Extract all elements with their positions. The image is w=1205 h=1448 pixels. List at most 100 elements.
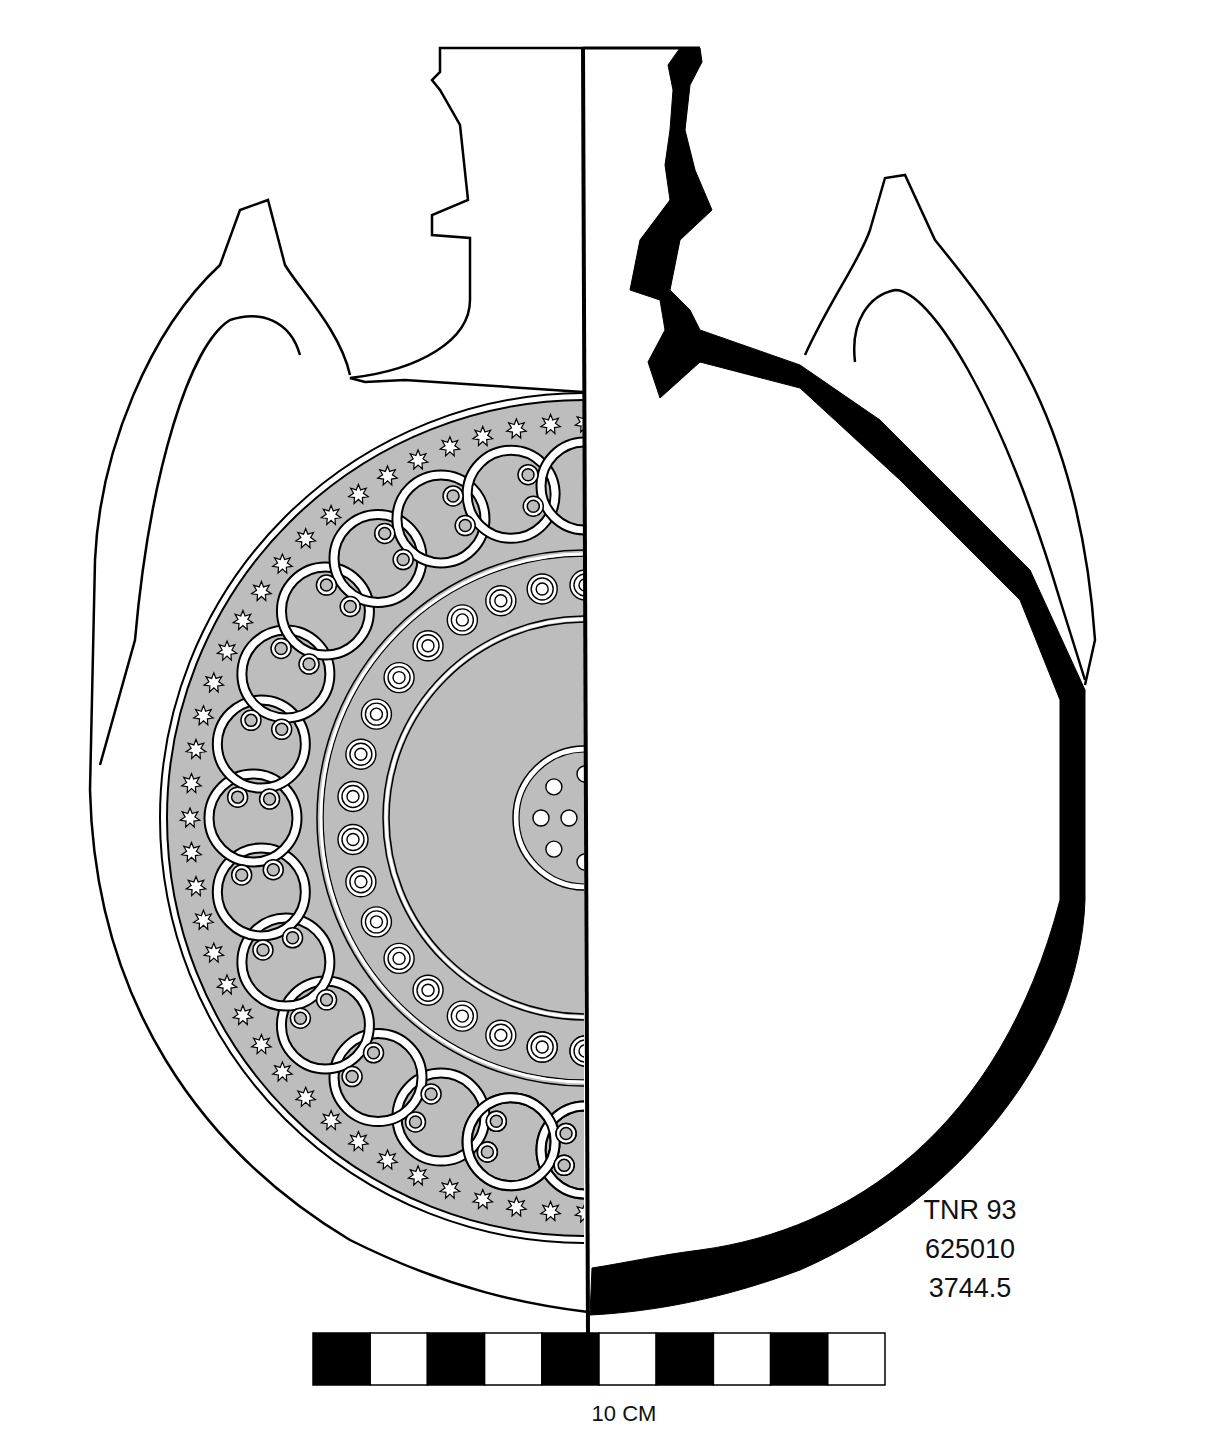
dot-inner <box>245 714 257 726</box>
concentric-circle <box>361 699 391 729</box>
ring-band <box>467 1098 555 1186</box>
star-motif <box>182 842 201 861</box>
ring-dot <box>317 990 337 1010</box>
concentric-circle <box>417 635 439 657</box>
dot-inner <box>320 579 332 591</box>
dot-outer <box>486 1111 506 1131</box>
concentric-circle <box>527 1032 557 1062</box>
concentric-circle <box>347 791 359 803</box>
star-motif <box>440 437 459 456</box>
dot-inner <box>321 994 333 1006</box>
band-line <box>383 616 584 1020</box>
scale-segment <box>599 1333 656 1385</box>
dot-outer <box>342 1067 362 1087</box>
band-line <box>389 622 584 1014</box>
concentric-circle <box>361 907 391 937</box>
dot-inner <box>346 1071 358 1083</box>
concentric-motif <box>486 1020 516 1050</box>
band-line-white <box>386 619 584 1017</box>
ring-band <box>334 1034 422 1122</box>
dot-inner <box>490 1115 502 1127</box>
ring-dot <box>554 1155 574 1175</box>
star-motif <box>204 673 223 692</box>
concentric-circle <box>413 975 443 1005</box>
concentric-circle <box>417 979 439 1001</box>
ring-dot <box>232 865 252 885</box>
concentric-motif <box>413 631 443 661</box>
ring-band <box>541 442 584 530</box>
ring-dot <box>455 516 475 536</box>
ring-edge <box>281 981 369 1069</box>
concentric-motif <box>338 824 368 854</box>
ring-edge <box>541 442 584 530</box>
ring-dot <box>486 1111 506 1131</box>
dot-inner <box>368 1047 380 1059</box>
star-motif <box>217 641 236 660</box>
concentric-circle <box>486 586 516 616</box>
dot-outer <box>477 1142 497 1162</box>
scale-segment <box>542 1333 599 1385</box>
dot-inner <box>481 1146 493 1158</box>
dot-outer <box>523 496 543 516</box>
concentric-motif <box>361 699 391 729</box>
concentric-circle <box>451 1005 473 1027</box>
concentric-motif <box>570 570 584 600</box>
concentric-circle <box>536 1041 548 1053</box>
star-motif <box>180 808 199 827</box>
concentric-circle <box>570 570 584 600</box>
dot-inner <box>522 469 534 481</box>
concentric-circle <box>346 739 376 769</box>
ring-dot <box>228 787 248 807</box>
dot-inner <box>558 1159 570 1171</box>
dot-inner <box>527 500 539 512</box>
concentric-circle <box>365 703 387 725</box>
concentric-circle <box>527 1032 557 1062</box>
concentric-motif <box>447 605 477 635</box>
dot-inner <box>236 869 248 881</box>
concentric-circle <box>384 663 414 693</box>
concentric-circle <box>536 583 548 595</box>
ring-dot <box>556 1123 576 1143</box>
star-motif <box>194 910 213 929</box>
ring-dot <box>518 465 538 485</box>
star-motif <box>473 426 492 445</box>
concentric-circle <box>350 743 372 765</box>
concentric-circle <box>350 871 372 893</box>
ring-dot <box>405 1112 425 1132</box>
star-motif <box>321 1111 340 1130</box>
concentric-circle <box>388 667 410 689</box>
dot-inner <box>344 601 356 613</box>
chain-ring <box>281 981 369 1069</box>
concentric-circle <box>384 943 414 973</box>
concentric-motif <box>527 574 557 604</box>
ring-band <box>242 630 330 718</box>
concentric-circle <box>570 1036 584 1066</box>
star-motif <box>194 706 213 725</box>
scale-segment <box>771 1333 828 1385</box>
ring-dot <box>340 597 360 617</box>
concentric-circle <box>490 1024 512 1046</box>
dot-outer <box>316 575 336 595</box>
ring-edge <box>242 630 330 718</box>
chain-ring <box>242 630 330 718</box>
concentric-circle <box>338 782 368 812</box>
dot-outer <box>260 789 280 809</box>
ring-edge <box>467 1098 555 1186</box>
star-motif <box>378 466 397 485</box>
star-motif <box>252 1035 271 1054</box>
ring-band <box>281 981 369 1069</box>
central-medallion <box>513 746 584 890</box>
ring-dot <box>421 1084 441 1104</box>
concentric-circle <box>527 574 557 604</box>
concentric-circle <box>370 916 382 928</box>
star-motif <box>233 611 252 630</box>
scale-segment <box>828 1333 885 1385</box>
ring-dot <box>393 550 413 570</box>
concentric-circle <box>531 1036 553 1058</box>
dot-outer <box>405 1112 425 1132</box>
dot-outer <box>232 865 252 885</box>
scale-segment <box>485 1333 542 1385</box>
concentric-circle <box>486 1020 516 1050</box>
